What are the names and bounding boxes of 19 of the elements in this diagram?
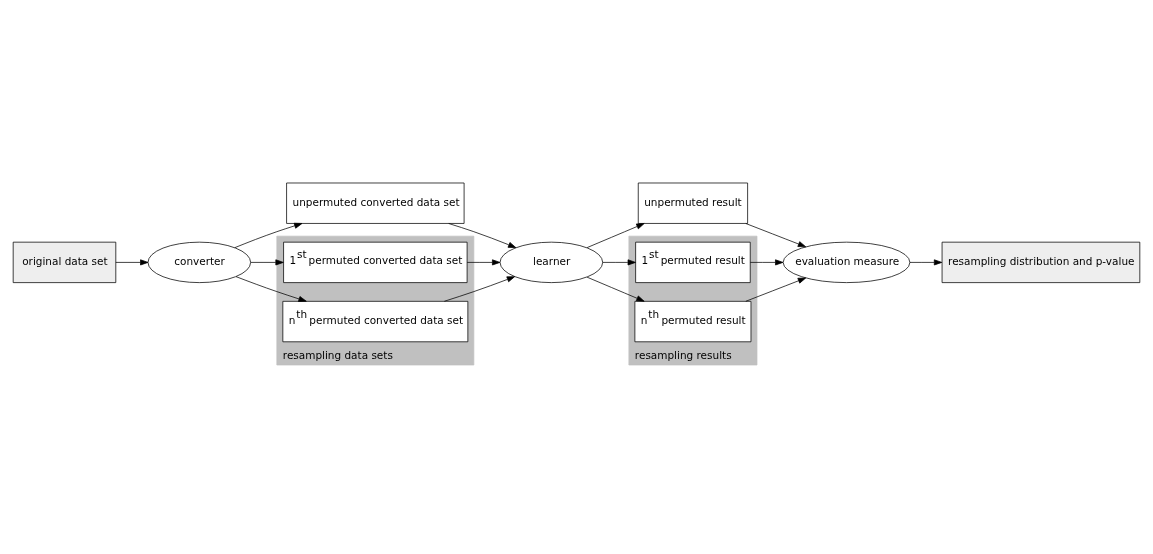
node-ellipse: converter [147,241,251,283]
node-box: unpermuted result [637,182,748,224]
node-box: resampling distribution and p-value [941,241,1141,283]
arrow [745,223,807,248]
node-box: original data set [12,241,117,283]
arrow [909,259,943,266]
arrow [586,276,645,302]
arrow [235,276,307,302]
arrow [448,223,517,249]
arrow [745,277,807,302]
arrow [586,223,645,248]
arrow [602,259,636,266]
arrow [444,276,516,302]
arrow [749,259,784,266]
arrow [250,259,284,266]
arrow [115,259,149,266]
arrow [234,222,303,249]
node-box: unpermuted converted data set [286,182,465,224]
arrow [466,259,501,266]
